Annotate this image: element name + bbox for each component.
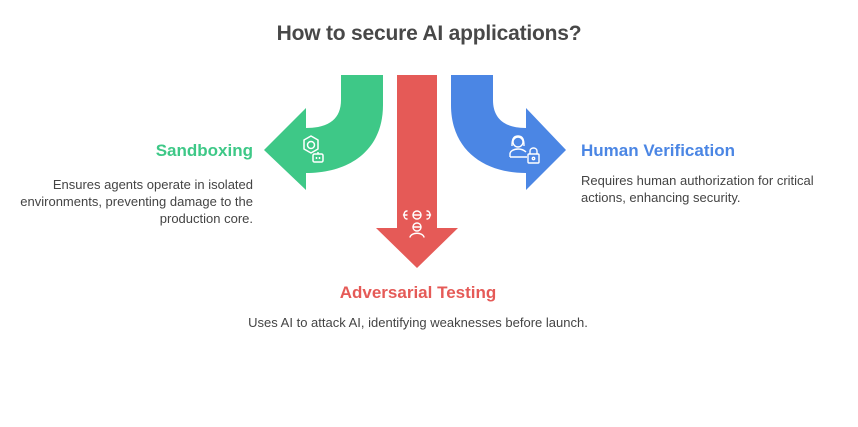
person-lock-icon: [509, 135, 540, 164]
adversarial-arrow: [376, 75, 458, 268]
adversarial-testing-heading: Adversarial Testing: [339, 283, 497, 302]
sandboxing-heading: Sandboxing: [155, 141, 253, 160]
sandboxing-description: Ensures agents operate in isolated envir…: [20, 177, 253, 226]
human-arrow-shape: [451, 75, 566, 190]
sandboxing-arrow-shape: [264, 75, 383, 190]
hexagon-robot-icon: [303, 135, 324, 163]
sandboxing-arrow: [264, 75, 383, 190]
adversarial-testing-description: Uses AI to attack AI, identifying weakne…: [248, 315, 588, 330]
human-verification-description: Requires human authorization for critica…: [581, 173, 814, 205]
human-verification-heading: Human Verification: [581, 141, 735, 160]
dna-person-icon: [402, 210, 432, 238]
adversarial-arrow-shape: [376, 75, 458, 268]
diagram-title: How to secure AI applications?: [276, 22, 582, 45]
human-arrow: [451, 75, 566, 190]
